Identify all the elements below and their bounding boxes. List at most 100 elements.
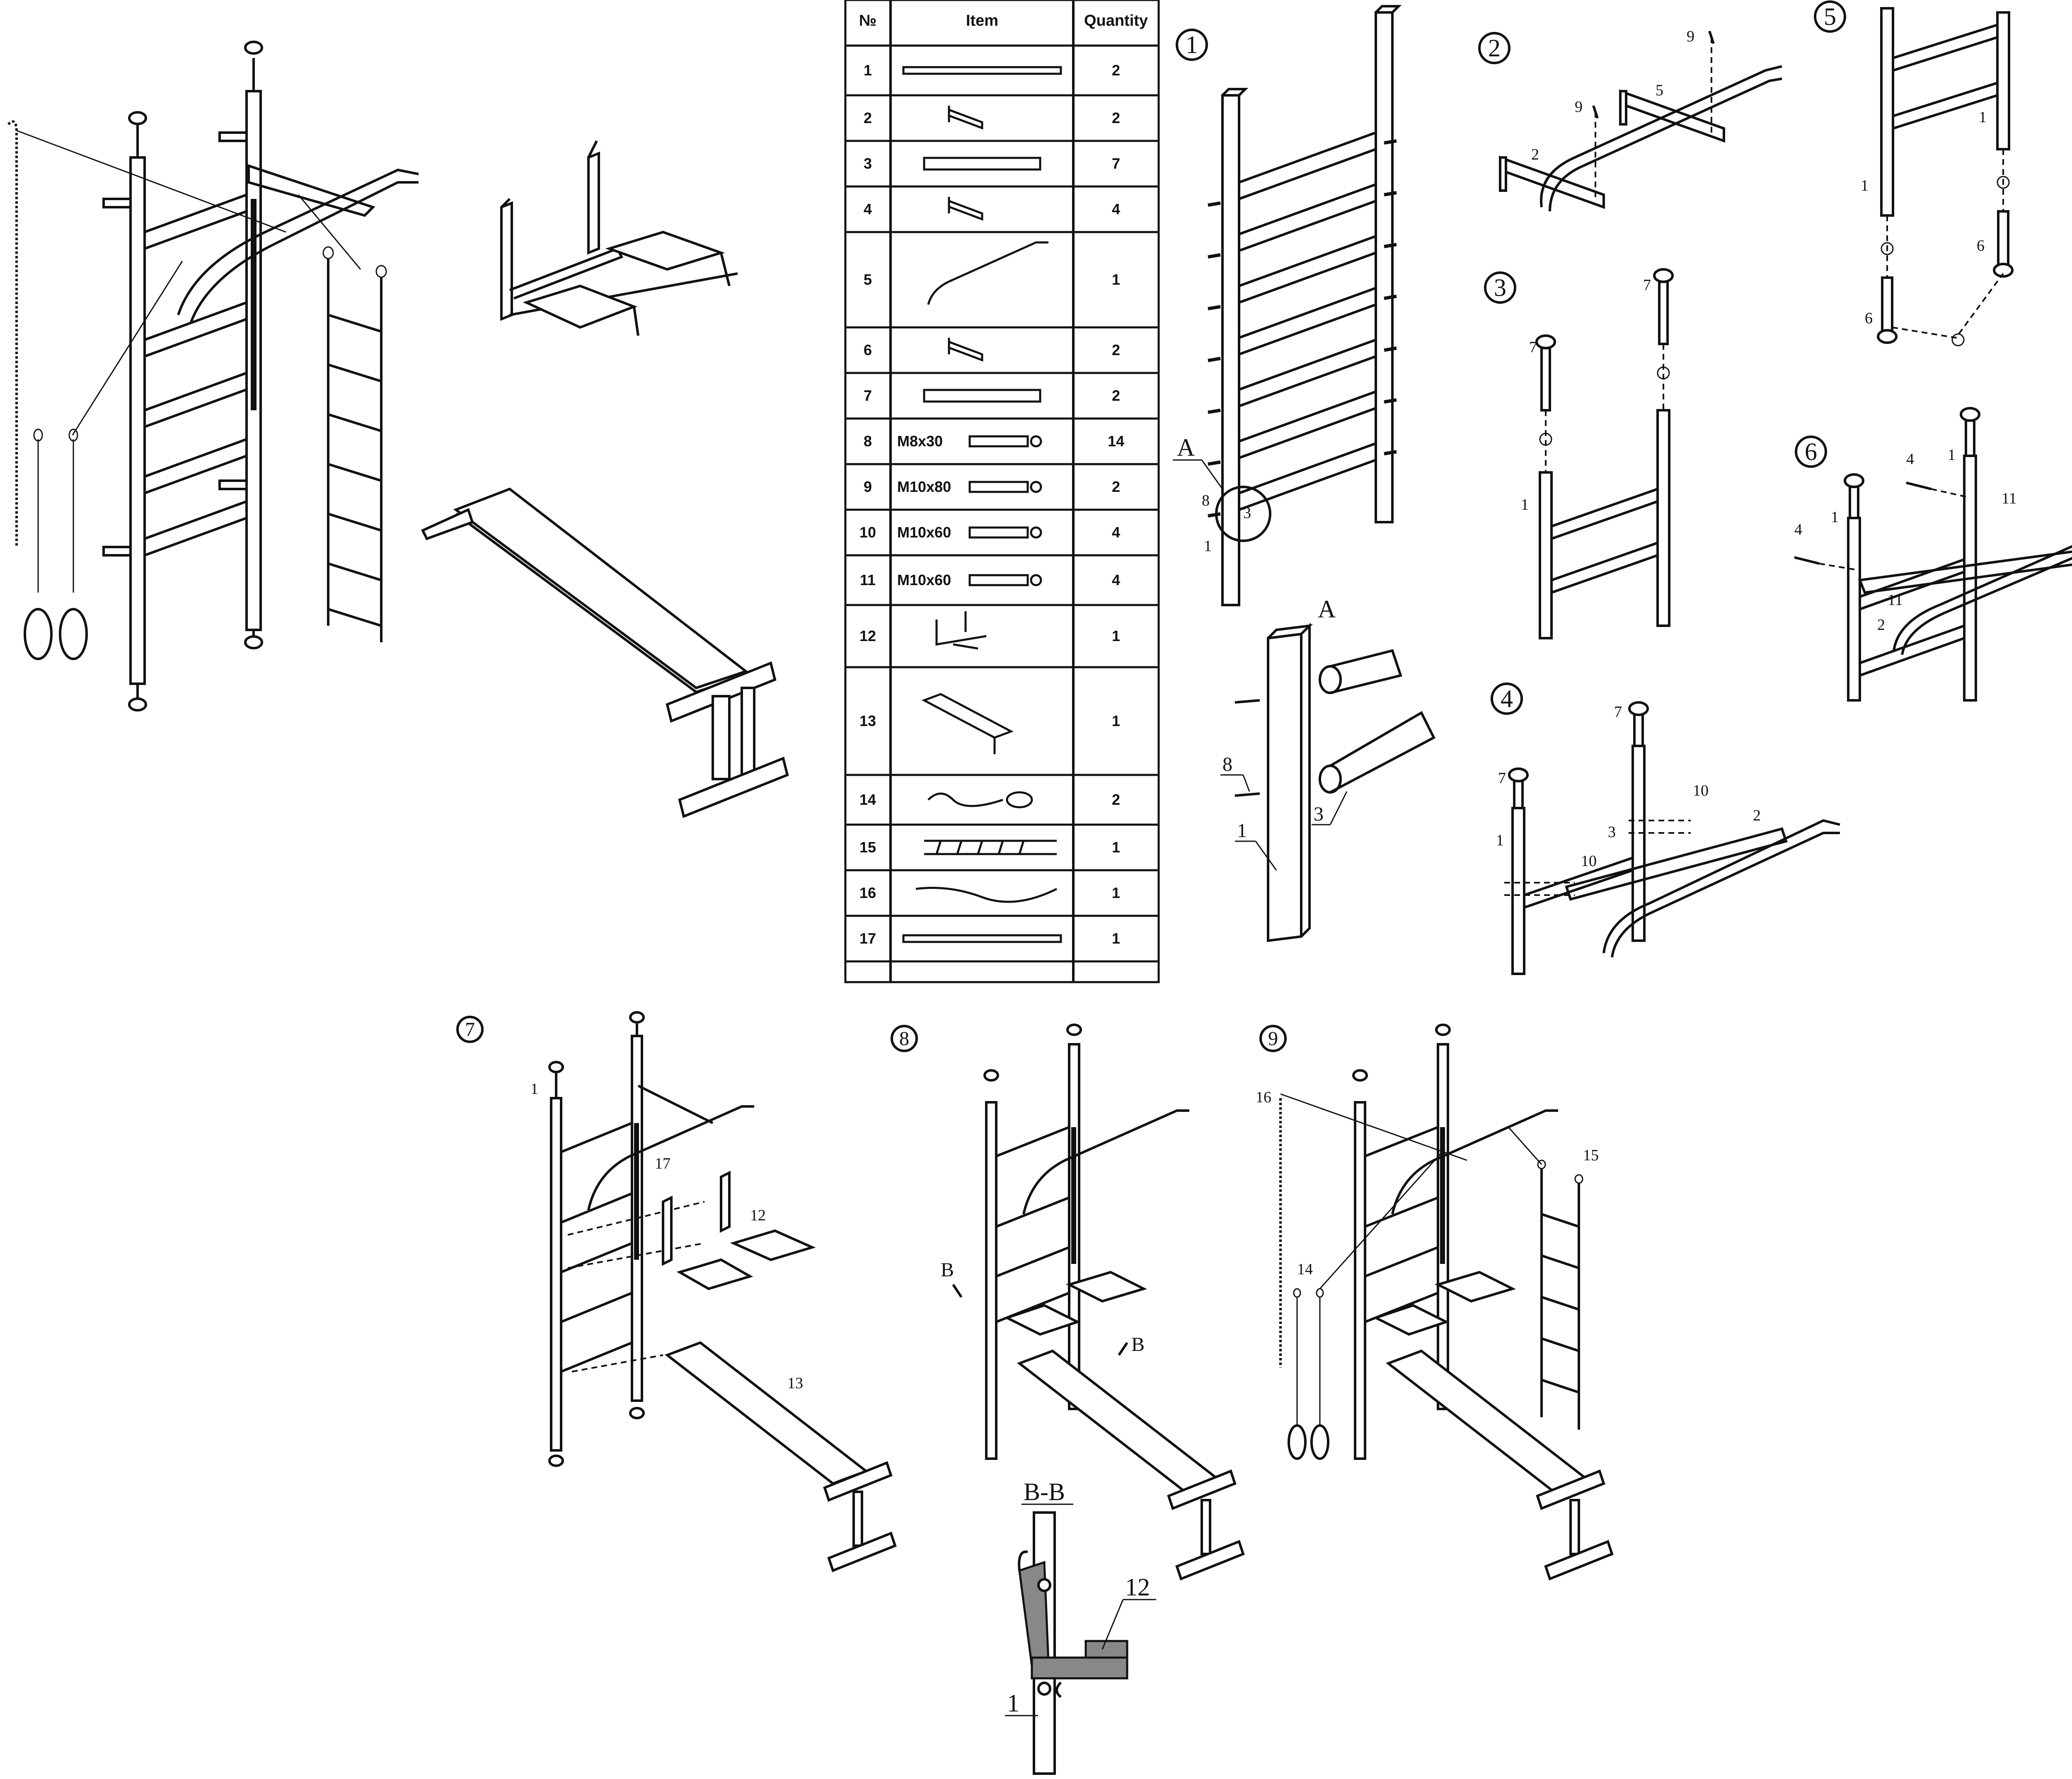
step-3: 3 7 7 1 [1484,268,1674,639]
row-quantity: 2 [1112,478,1120,495]
step-2: 2 9 9 5 2 [1478,28,1782,212]
rope-ladder-icon [924,840,1057,855]
step-1-detail-a-marker: A [1177,434,1195,461]
step-7-label-17: 17 [655,1155,670,1172]
step-4-label-1: 1 [1496,832,1504,849]
overview-dip-station [500,140,738,336]
row-quantity: 1 [1112,884,1120,901]
step-3-label-1: 1 [1521,496,1529,513]
row-item-spec: M10x60 [897,571,951,588]
bolt-icon [968,481,1042,493]
step-9: 9 16 14 15 [1256,1024,1614,1581]
step-1-bolt [1208,243,1397,310]
row-item-spec: M8x30 [897,433,943,450]
row-number: 13 [859,712,876,729]
table-row: 13 1 [859,693,1120,754]
step-4-label-7b: 7 [1614,703,1622,721]
step-4-number: 4 [1501,685,1513,712]
row-quantity: 14 [1108,433,1124,450]
row-quantity: 1 [1112,627,1120,644]
step-1-rung [1238,183,1377,252]
step-1-bolt [1208,346,1397,414]
row-quantity: 4 [1112,524,1120,541]
table-header-no: № [859,12,876,29]
step-6-label-4a: 4 [1794,521,1802,538]
overview-wall-bars [7,41,419,712]
step-6-label-11b: 11 [2002,490,2017,507]
step-4: 4 7 7 1 3 2 10 10 [1491,683,1840,975]
table-row: 17 1 [859,930,1120,947]
detail-a-title: A [1318,595,1336,623]
step-7-number: 7 [465,1019,475,1041]
rack-strip-icon [902,934,1062,943]
row-quantity: 7 [1112,155,1120,172]
step-4-label-7a: 7 [1498,770,1506,787]
step-1-rung [1238,339,1377,407]
row-item-spec: M10x80 [897,478,951,495]
step-4-label-10b: 10 [1693,782,1709,799]
step-6-label-2: 2 [1877,616,1885,634]
step-5-label-1a: 1 [1861,177,1869,194]
row-quantity: 2 [1112,62,1120,79]
step-8-label-b-left: B [941,1259,954,1281]
step-1-bolt [1208,191,1397,259]
step-4-label-2: 2 [1753,807,1761,824]
step-5-label-1b: 1 [1979,109,1987,126]
step-1-rung [1238,235,1377,304]
row-quantity: 1 [1112,712,1120,729]
step-3-label-7b: 7 [1643,276,1651,294]
row-quantity: 2 [1112,341,1120,358]
step-5: 5 1 1 6 6 [1814,0,2014,346]
section-b-b-label-12: 12 [1125,1573,1150,1601]
table-header-item: Item [966,12,998,29]
step-6-label-11a: 11 [1888,591,1903,609]
wall-bracket-icon [948,106,983,130]
step-8-label-b-right: B [1131,1334,1145,1355]
row-quantity: 1 [1112,839,1120,856]
overview-bench [421,487,789,818]
row-number: 12 [859,627,876,644]
climbing-rope-icon [915,887,1058,903]
row-number: 1 [864,62,872,79]
step-3-number: 3 [1494,274,1506,301]
detail-a: A 8 3 1 [1220,595,1435,942]
dip-station-icon [935,611,987,650]
step-1-label-3: 3 [1243,504,1251,522]
step-7: 7 1 17 12 13 [456,1011,897,1572]
detail-a-label-1: 1 [1237,820,1247,842]
step-6: 6 1 1 4 4 11 11 2 [1794,407,2072,702]
step-1-bolt [1208,450,1397,518]
detail-a-label-3: 3 [1314,803,1324,825]
row-number: 7 [864,387,872,404]
table-header-quantity: Quantity [1084,12,1148,29]
row-number: 6 [864,341,872,358]
bench-icon [921,693,1014,754]
step-1-label-8: 8 [1202,492,1210,509]
step-9-label-16: 16 [1256,1089,1271,1106]
rung-tube-icon [923,157,1041,171]
bolt-icon [968,526,1042,539]
row-quantity: 1 [1112,930,1120,947]
step-1-label-1: 1 [1204,537,1212,555]
row-number: 4 [864,201,872,218]
step-5-number: 5 [1824,3,1836,30]
row-number: 14 [859,791,876,808]
step-5-label-6a: 6 [1865,310,1873,327]
row-number: 17 [859,930,876,947]
step-4-label-3: 3 [1608,823,1616,841]
row-quantity: 4 [1112,201,1120,218]
step-2-number: 2 [1488,34,1501,62]
step-6-label-4b: 4 [1906,450,1914,468]
section-b-b: B-B 12 1 [1005,1478,1156,1775]
step-2-label-9a: 9 [1575,98,1583,116]
